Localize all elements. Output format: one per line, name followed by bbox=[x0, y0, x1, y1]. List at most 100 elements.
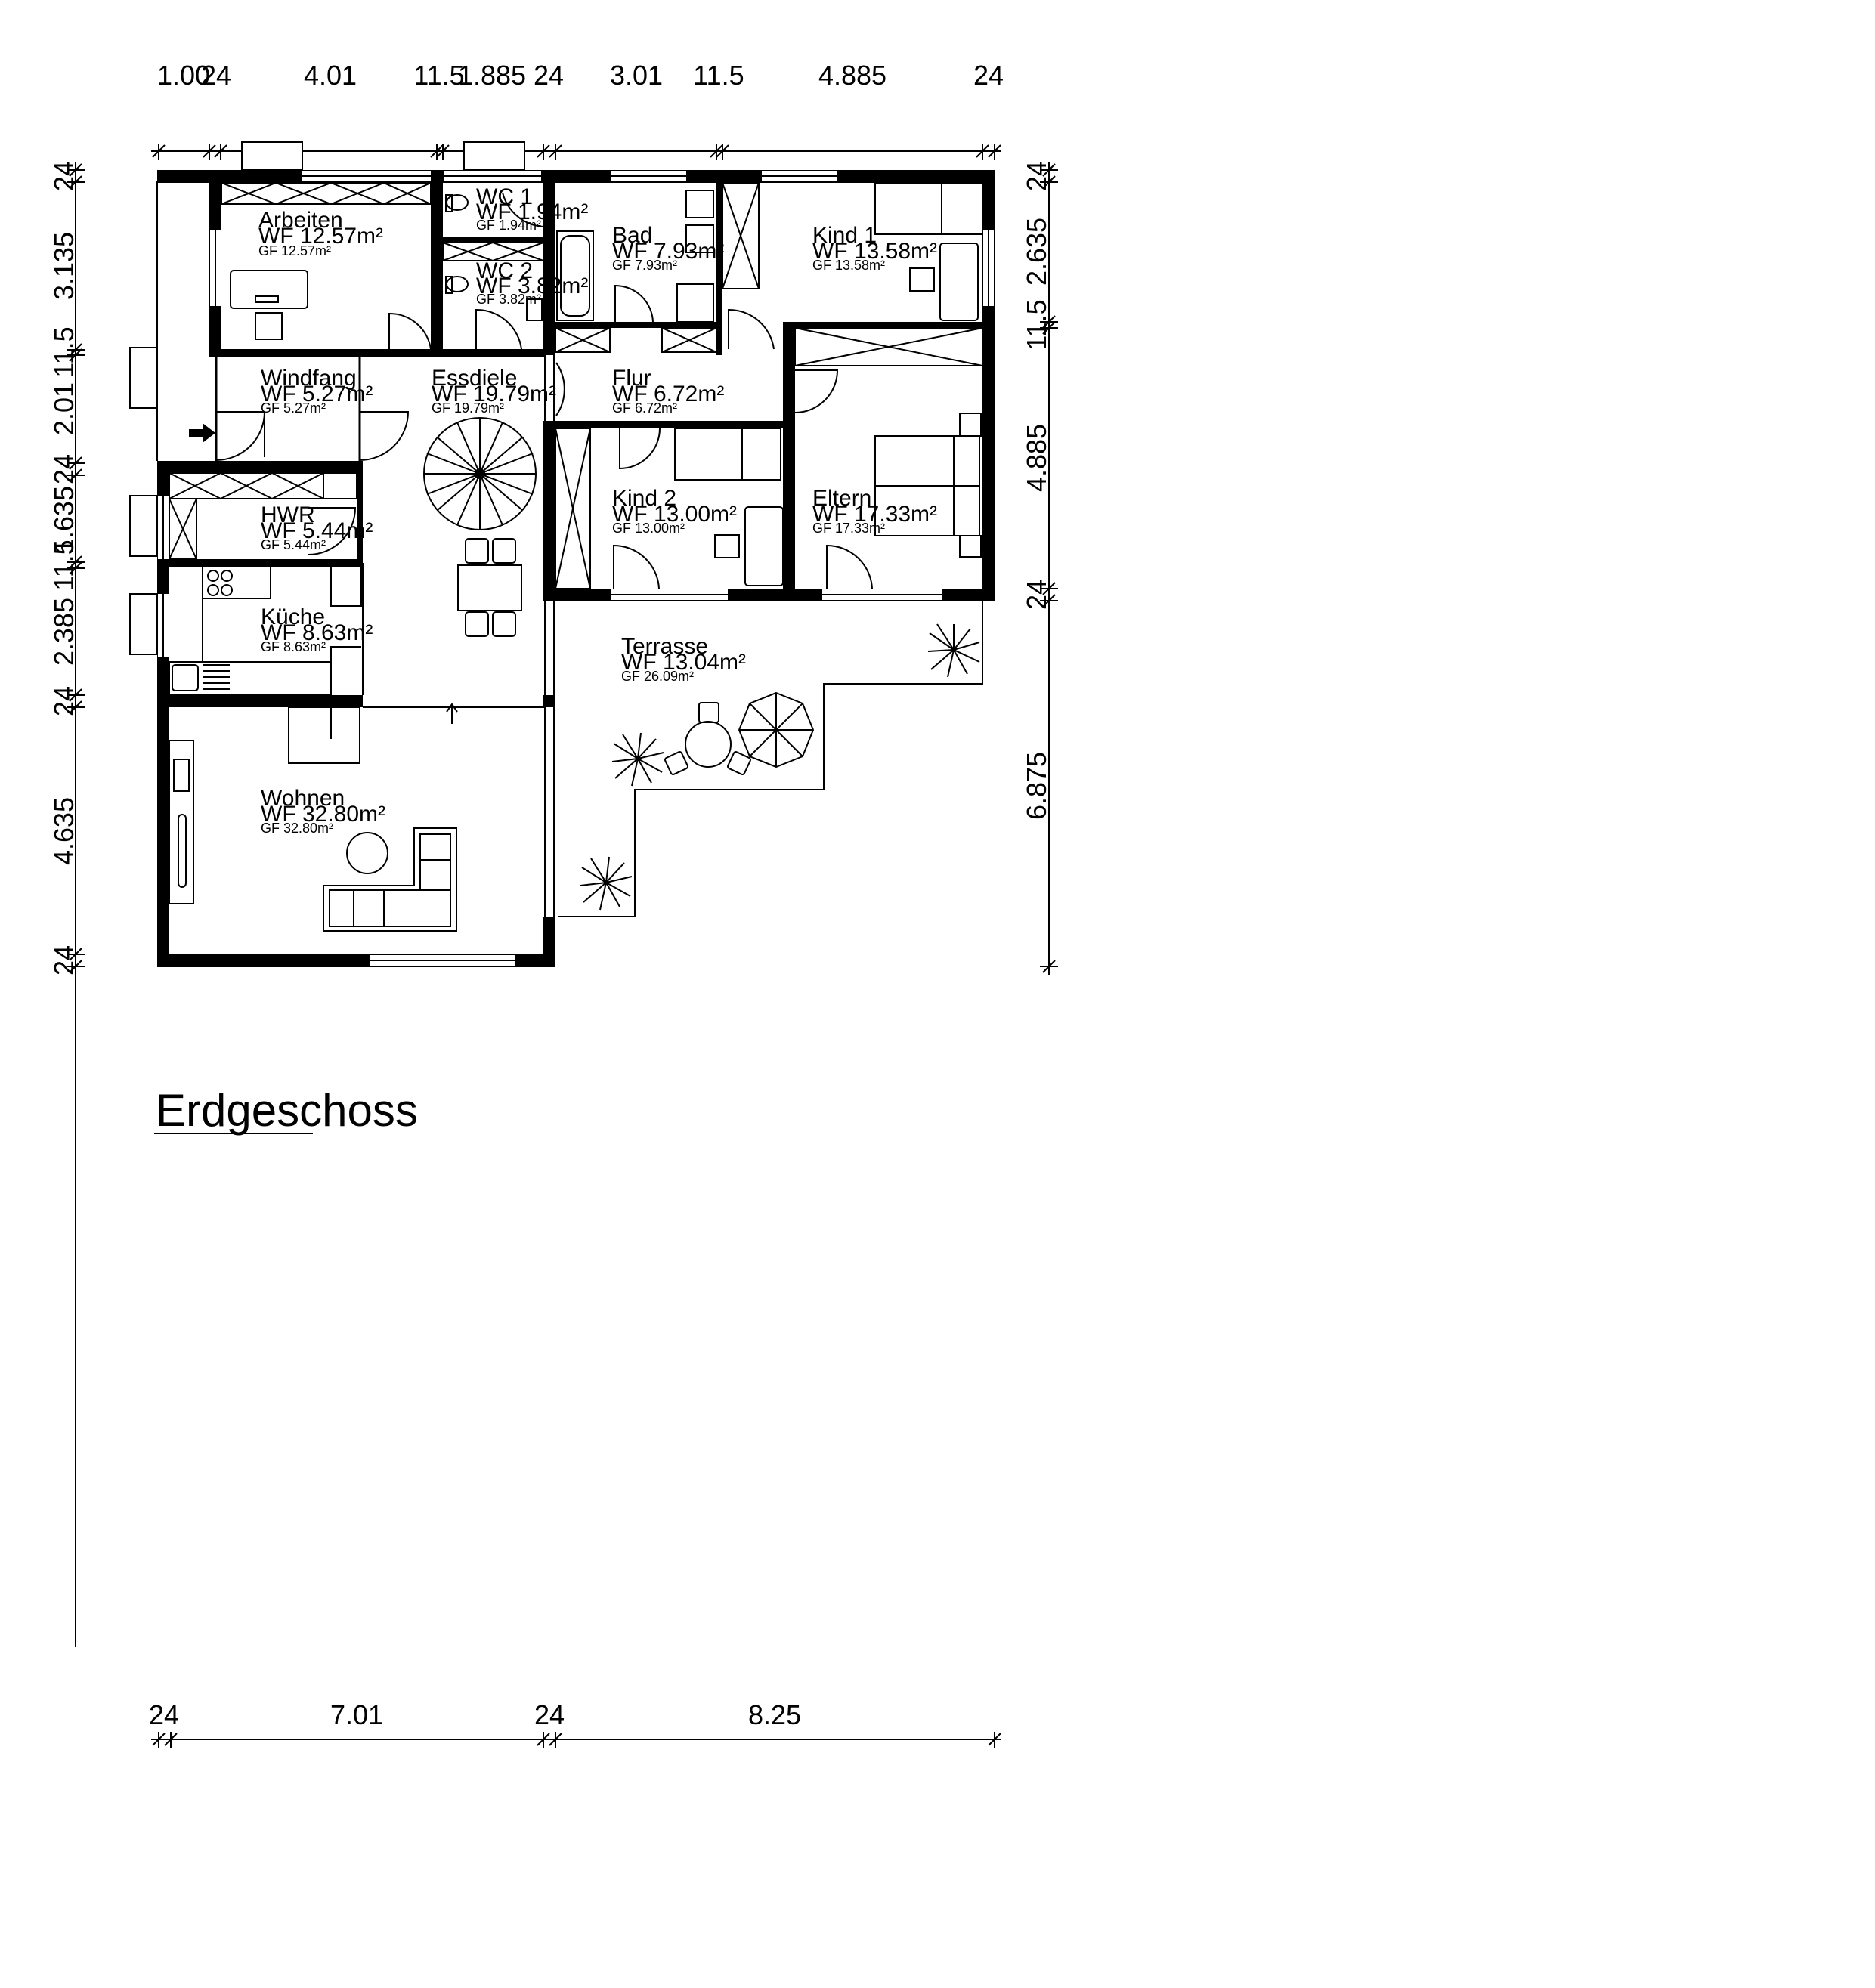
room-wf: WF 3.82m² bbox=[476, 274, 588, 298]
room-name: Kind 2 bbox=[612, 486, 676, 511]
dim-right-1: 2.635 bbox=[1021, 218, 1052, 286]
plant-icon bbox=[927, 623, 980, 678]
plant-icon bbox=[580, 856, 633, 911]
room-name: Kind 1 bbox=[812, 223, 877, 248]
room-gf: GF 5.44m² bbox=[261, 537, 326, 552]
room-gf: GF 6.72m² bbox=[612, 400, 677, 416]
room-name: Terrasse bbox=[621, 634, 708, 659]
dim-top-7: 11.5 bbox=[693, 60, 744, 91]
room-name: WC 1 bbox=[476, 184, 533, 209]
room-kind1: Kind 1 WF 13.58m² GF 13.58m² bbox=[812, 223, 937, 273]
room-hwr: HWR WF 5.44m² GF 5.44m² bbox=[261, 502, 373, 552]
room-gf: GF 5.27m² bbox=[261, 400, 326, 416]
room-name: HWR bbox=[261, 502, 315, 527]
dim-top-2: 4.01 bbox=[304, 60, 357, 91]
dim-left-3: 2.01 bbox=[48, 382, 79, 435]
room-flur: Flur WF 6.72m² GF 6.72m² bbox=[612, 366, 724, 416]
room-kueche: Küche WF 8.63m² GF 8.63m² bbox=[261, 604, 373, 654]
dim-left-1: 3.135 bbox=[48, 232, 79, 300]
room-name: Arbeiten bbox=[258, 208, 343, 233]
room-name: WC 2 bbox=[476, 258, 533, 283]
dim-right-0: 24 bbox=[1021, 161, 1052, 191]
room-gf: GF 13.58m² bbox=[812, 258, 885, 273]
dimension-lines bbox=[67, 144, 1058, 1748]
dim-bottom-2: 24 bbox=[534, 1699, 565, 1730]
room-wc1: WC 1 WF 1.94m² GF 1.94m² bbox=[476, 184, 588, 233]
room-name: Windfang bbox=[261, 366, 357, 391]
plan-title: Erdgeschoss bbox=[156, 1085, 418, 1136]
room-wf: WF 17.33m² bbox=[812, 502, 937, 527]
dim-right-4: 24 bbox=[1021, 580, 1052, 610]
room-name: Wohnen bbox=[261, 786, 345, 811]
room-wf: WF 19.79m² bbox=[432, 382, 556, 407]
plant-icon bbox=[611, 732, 664, 787]
dim-right-2: 11.5 bbox=[1021, 299, 1052, 350]
room-gf: GF 8.63m² bbox=[261, 639, 326, 654]
dim-left-5: 1.635 bbox=[48, 486, 79, 554]
room-windfang: Windfang WF 5.27m² GF 5.27m² bbox=[261, 366, 373, 416]
dim-right-3: 4.885 bbox=[1021, 424, 1052, 492]
dim-left-4: 24 bbox=[48, 454, 79, 484]
dim-top-3: 11.5 bbox=[413, 60, 464, 91]
room-gf: GF 3.82m² bbox=[476, 292, 541, 307]
dim-top-8: 4.885 bbox=[818, 60, 886, 91]
room-gf: GF 7.93m² bbox=[612, 258, 677, 273]
room-gf: GF 32.80m² bbox=[261, 821, 333, 836]
room-gf: GF 26.09m² bbox=[621, 669, 694, 684]
room-essdiele: Essdiele WF 19.79m² GF 19.79m² bbox=[432, 366, 556, 416]
dim-left-7: 2.385 bbox=[48, 598, 79, 666]
room-name: Flur bbox=[612, 366, 651, 391]
dim-left-2: 11.5 bbox=[48, 326, 79, 377]
room-name: Essdiele bbox=[432, 366, 517, 391]
windows bbox=[129, 141, 994, 966]
room-gf: GF 13.00m² bbox=[612, 521, 685, 536]
room-wf: WF 32.80m² bbox=[261, 802, 385, 827]
room-kind2: Kind 2 WF 13.00m² GF 13.00m² bbox=[612, 486, 737, 536]
room-name: Eltern bbox=[812, 486, 871, 511]
room-wf: WF 5.44m² bbox=[261, 518, 373, 543]
dim-bottom-3: 8.25 bbox=[748, 1699, 801, 1730]
dim-left-10: 24 bbox=[48, 945, 79, 975]
room-eltern: Eltern WF 17.33m² GF 17.33m² bbox=[812, 486, 937, 536]
room-arbeiten: Arbeiten WF 12.57m² GF 12.57m² bbox=[258, 208, 383, 258]
room-name: Bad bbox=[612, 223, 652, 248]
entrance-arrow-icon bbox=[189, 423, 215, 443]
room-wc2: WC 2 WF 3.82m² GF 3.82m² bbox=[476, 258, 588, 307]
room-gf: GF 12.57m² bbox=[258, 243, 331, 258]
room-wf: WF 12.57m² bbox=[258, 224, 383, 249]
dim-left-8: 24 bbox=[48, 686, 79, 716]
dimension-labels-top: 1.00 24 4.01 11.5 1.885 24 3.01 11.5 4.8… bbox=[157, 60, 1004, 91]
room-wf: WF 13.04m² bbox=[621, 650, 746, 675]
dim-top-9: 24 bbox=[973, 60, 1004, 91]
dim-bottom-1: 7.01 bbox=[330, 1699, 383, 1730]
room-wf: WF 1.94m² bbox=[476, 199, 588, 224]
room-gf: GF 1.94m² bbox=[476, 218, 541, 233]
dim-left-0: 24 bbox=[48, 161, 79, 191]
terrace-outline bbox=[558, 601, 983, 917]
furniture bbox=[169, 182, 983, 932]
dimension-labels-bottom: 24 7.01 24 8.25 bbox=[149, 1699, 801, 1730]
dimension-labels-left: 24 3.135 11.5 2.01 24 1.635 11.5 2.385 2… bbox=[48, 161, 79, 975]
room-wf: WF 8.63m² bbox=[261, 620, 373, 645]
room-name: Küche bbox=[261, 604, 325, 629]
room-wohnen: Wohnen WF 32.80m² GF 32.80m² bbox=[261, 786, 385, 836]
dim-left-9: 4.635 bbox=[48, 797, 79, 865]
room-wf: WF 7.93m² bbox=[612, 239, 724, 264]
dimension-labels-right: 24 2.635 11.5 4.885 24 6.875 bbox=[1021, 161, 1052, 820]
dim-top-1: 24 bbox=[201, 60, 231, 91]
room-wf: WF 13.00m² bbox=[612, 502, 737, 527]
room-bad: Bad WF 7.93m² GF 7.93m² bbox=[612, 223, 724, 273]
dim-top-6: 3.01 bbox=[610, 60, 663, 91]
dim-right-5: 6.875 bbox=[1021, 752, 1052, 820]
room-terrasse: Terrasse WF 13.04m² GF 26.09m² bbox=[621, 634, 746, 684]
dim-top-5: 24 bbox=[534, 60, 564, 91]
room-gf: GF 19.79m² bbox=[432, 400, 504, 416]
room-gf: GF 17.33m² bbox=[812, 521, 885, 536]
dim-top-4: 1.885 bbox=[458, 60, 526, 91]
room-labels: Arbeiten WF 12.57m² GF 12.57m² WC 1 WF 1… bbox=[258, 184, 937, 836]
doors bbox=[215, 192, 873, 589]
dim-left-6: 11.5 bbox=[48, 540, 79, 590]
room-wf: WF 13.58m² bbox=[812, 239, 937, 264]
room-wf: WF 5.27m² bbox=[261, 382, 373, 407]
